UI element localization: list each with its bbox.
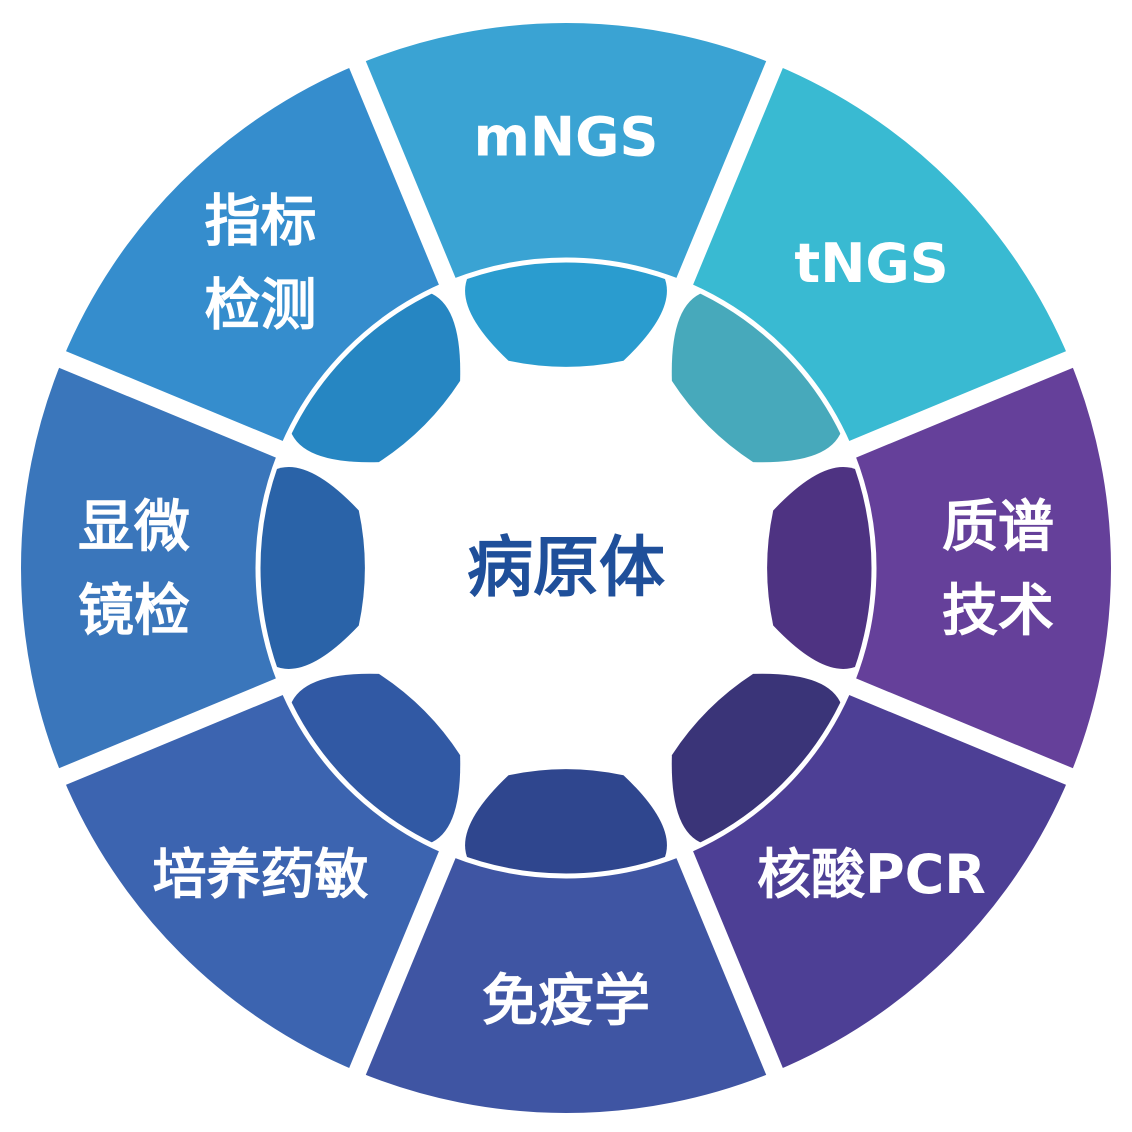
separator-line: [674, 55, 786, 289]
segment-immuno-inner: [465, 769, 667, 877]
segment-label-line: 培养药敏: [153, 843, 369, 906]
segment-label-line: 指标: [205, 190, 317, 255]
center-label: 病原体: [467, 529, 665, 606]
segment-label-ms: 质谱技术: [942, 495, 1054, 644]
segment-indicator-inner: [290, 292, 461, 463]
segment-immuno-outer: [357, 852, 775, 1114]
segment-label-line: mNGS: [474, 105, 659, 168]
segment-label-indicator: 指标检测: [205, 190, 317, 339]
inner-ring: [257, 259, 875, 877]
segment-culture-outer: [62, 685, 449, 1072]
separator-line: [53, 348, 287, 460]
segment-label-line: 显微: [78, 495, 190, 560]
segment-label-culture: 培养药敏: [153, 843, 369, 906]
segment-tngs-outer: [683, 64, 1070, 451]
segment-microscopy-inner: [257, 467, 365, 669]
separator-line: [346, 847, 458, 1081]
segment-separators: [53, 55, 1079, 1081]
separator-line: [53, 676, 287, 788]
segment-label-line: tNGS: [794, 232, 948, 295]
segment-pcr-inner: [671, 673, 842, 844]
segment-label-line: 镜检: [78, 579, 190, 644]
separator-line: [845, 676, 1079, 788]
segment-label-tngs: tNGS: [794, 232, 948, 295]
separator-line: [346, 55, 458, 289]
segment-label-line: 技术: [942, 579, 1054, 644]
segment-label-pcr: 核酸PCR: [757, 843, 986, 906]
separator-line: [674, 847, 786, 1081]
outer-ring: [20, 22, 1112, 1114]
segment-microscopy-outer: [20, 359, 282, 777]
segment-ms-inner: [767, 467, 875, 669]
segment-culture-inner: [290, 673, 461, 844]
segment-label-line: 质谱: [942, 495, 1054, 560]
segment-mngs-inner: [465, 259, 667, 367]
segment-label-immuno: 免疫学: [482, 969, 650, 1034]
segment-ms-outer: [850, 359, 1112, 777]
segment-label-line: 检测: [205, 274, 317, 339]
segment-label-mngs: mNGS: [474, 105, 659, 168]
segment-pcr-outer: [683, 685, 1070, 1072]
segment-tngs-inner: [671, 292, 842, 463]
segment-label-microscopy: 显微镜检: [78, 495, 190, 644]
segment-indicator-outer: [62, 64, 449, 451]
separator-line: [845, 348, 1079, 460]
segment-label-line: 免疫学: [482, 969, 650, 1034]
divider-ring: [255, 257, 877, 879]
segment-label-line: 核酸PCR: [757, 843, 986, 906]
segment-mngs-outer: [357, 22, 775, 284]
